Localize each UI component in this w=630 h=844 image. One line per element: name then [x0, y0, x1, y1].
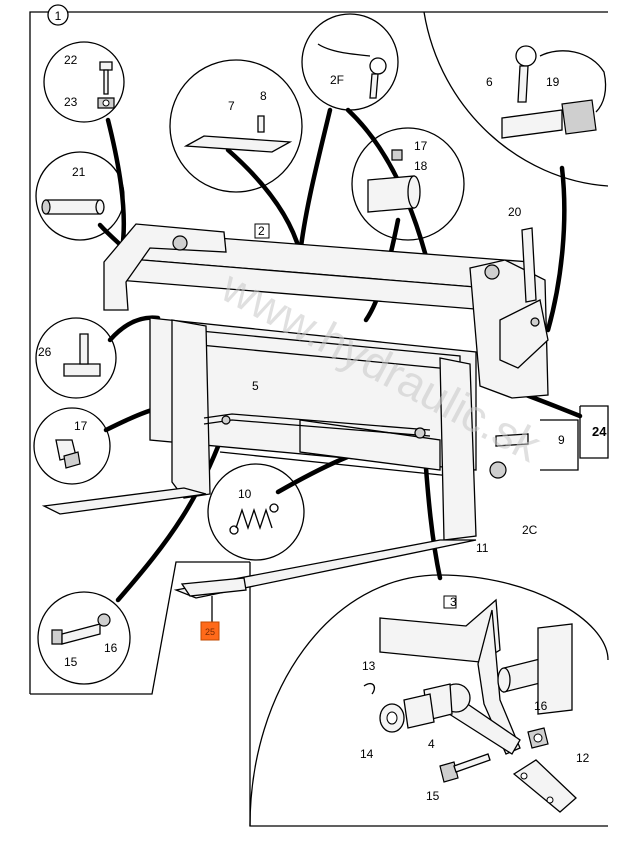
detail-circle-pins [423, 11, 609, 187]
label-17-top: 17 [414, 139, 428, 153]
label-19: 19 [546, 75, 560, 89]
detail-chain-pin [301, 13, 399, 111]
detail-grease-fitting [35, 317, 117, 399]
detail-bushing [351, 127, 465, 241]
detail-pin [35, 151, 125, 241]
label-8: 8 [260, 89, 267, 103]
detail-bolt-washer [43, 41, 125, 123]
label-2f: 2F [330, 73, 344, 87]
detail-bolt-nut-left [37, 591, 131, 685]
label-4-detail: 4 [428, 737, 435, 751]
label-16-right: 16 [534, 699, 548, 713]
label-23: 23 [64, 95, 78, 109]
figure-number: 1 [55, 9, 62, 23]
callout-leaders [97, 107, 583, 603]
label-5: 5 [252, 379, 259, 393]
label-15-right: 15 [426, 789, 440, 803]
part-labels: 22 23 21 26 17 7 8 2F 17 18 6 19 20 2 5 … [38, 53, 607, 803]
label-6: 6 [486, 75, 493, 89]
highlighted-fork-callout: 25 [180, 577, 247, 641]
highlight-badge [200, 621, 220, 641]
figure-number-badge: 1 [47, 4, 69, 26]
label-26: 26 [38, 345, 52, 359]
label-12: 12 [576, 751, 590, 765]
detail-nipple [33, 407, 111, 485]
label-22: 22 [64, 53, 78, 67]
fork-carriage-assembly [41, 223, 549, 599]
label-10: 10 [238, 487, 252, 501]
label-2c: 2C [522, 523, 538, 537]
detail-lock-pin [501, 45, 607, 139]
label-11: 11 [476, 541, 489, 555]
label-17-left: 17 [74, 419, 88, 433]
detail-spring [207, 463, 305, 561]
detail-pivot-assembly [363, 595, 577, 813]
label-2: 2 [258, 224, 265, 238]
label-15-left: 15 [64, 655, 78, 669]
label-3: 3 [450, 595, 457, 609]
label-boxes [540, 405, 609, 471]
label-20: 20 [508, 205, 522, 219]
label-13: 13 [362, 659, 376, 673]
label-7: 7 [228, 99, 235, 113]
label-24: 24 [592, 424, 607, 439]
label-9: 9 [558, 433, 565, 447]
label-21: 21 [72, 165, 86, 179]
label-18: 18 [414, 159, 428, 173]
detail-plate [169, 59, 303, 193]
detail-circle-pivot [249, 574, 609, 827]
highlight-label: 25 [205, 627, 215, 637]
label-16-left: 16 [104, 641, 118, 655]
label-14: 14 [360, 747, 374, 761]
